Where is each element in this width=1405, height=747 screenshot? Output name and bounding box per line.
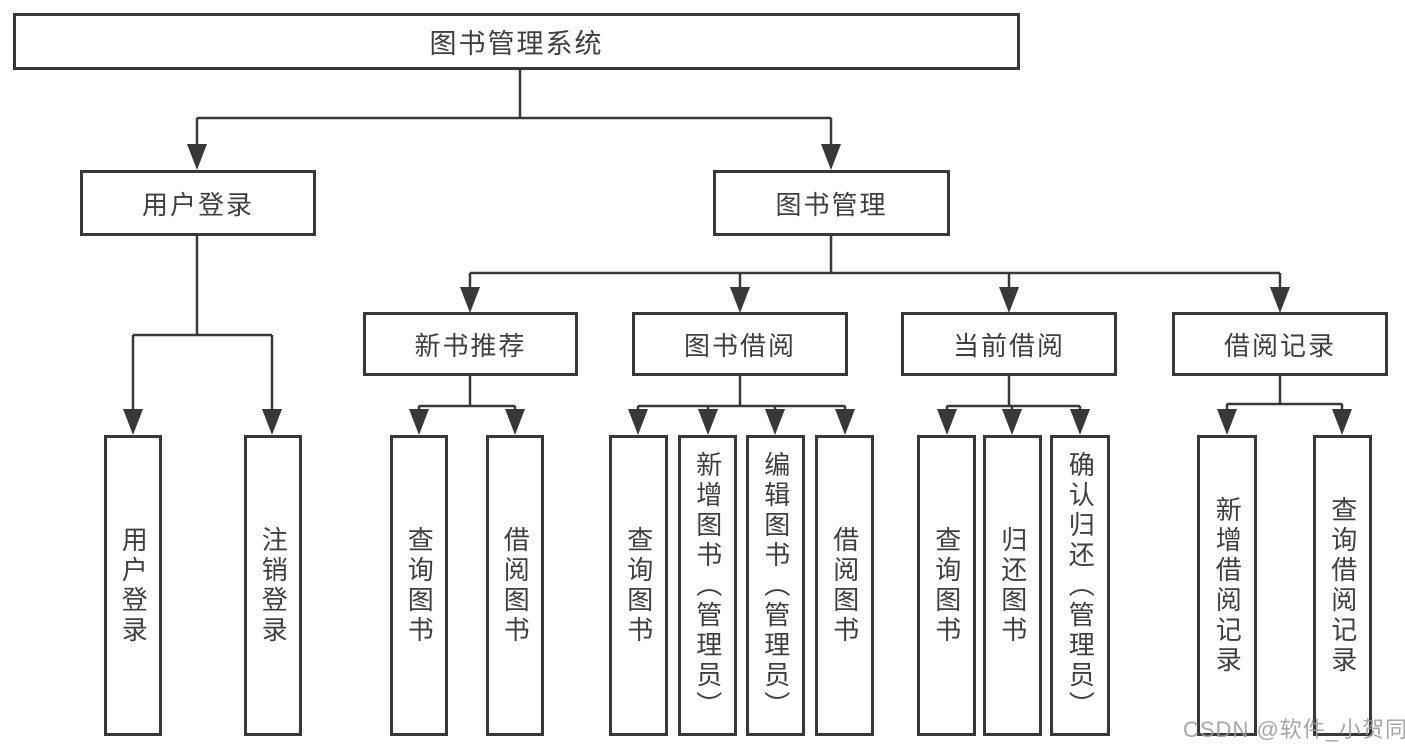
leaf-logout: 注销登录 xyxy=(244,435,302,736)
node-root: 图书管理系统 xyxy=(13,13,1020,70)
leaf-add-borrow-record: 新增借阅记录 xyxy=(1197,435,1257,736)
node-user-login-branch: 用户登录 xyxy=(80,170,316,236)
node-book-borrow: 图书借阅 xyxy=(632,312,848,376)
leaf-query-borrow-record: 查询借阅记录 xyxy=(1313,435,1372,736)
leaf-borrow-books-borrow: 借阅图书 xyxy=(815,435,874,736)
leaf-query-books-current: 查询图书 xyxy=(917,435,976,736)
leaf-confirm-return-admin: 确认归还（管理员） xyxy=(1050,435,1110,736)
node-current-borrow: 当前借阅 xyxy=(901,312,1117,376)
leaf-query-books-borrow: 查询图书 xyxy=(609,435,668,736)
leaf-query-books-recommend: 查询图书 xyxy=(390,435,448,736)
leaf-return-book: 归还图书 xyxy=(983,435,1042,736)
leaf-borrow-books-recommend: 借阅图书 xyxy=(486,435,544,736)
node-borrow-records: 借阅记录 xyxy=(1172,312,1388,376)
node-book-management: 图书管理 xyxy=(713,170,950,236)
leaf-user-login: 用户登录 xyxy=(104,435,162,736)
leaf-edit-book-admin: 编辑图书（管理员） xyxy=(746,435,805,736)
csdn-watermark: CSDN @软件_小贺同学 xyxy=(1183,717,1405,742)
leaf-add-book-admin: 新增图书（管理员） xyxy=(678,435,737,736)
node-new-book-recommend: 新书推荐 xyxy=(363,312,578,376)
